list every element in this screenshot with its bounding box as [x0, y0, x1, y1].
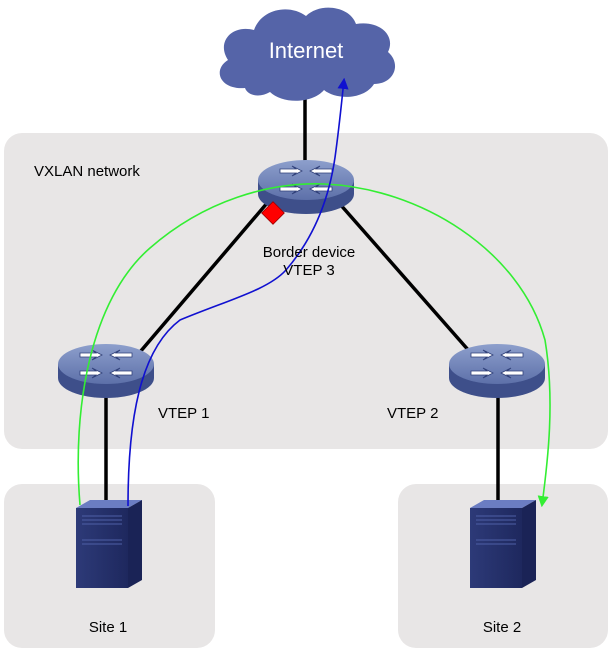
internet-traffic-path: [127, 77, 349, 507]
site2-label: Site 2: [483, 619, 521, 636]
network-label: VXLAN network: [34, 163, 140, 180]
router-icon: [448, 343, 546, 399]
server-icon: [75, 499, 143, 589]
internet-label: Internet: [269, 38, 344, 63]
border-vtep-label: VTEP 3: [283, 262, 334, 279]
cloud-icon: [219, 7, 396, 101]
remote-traffic-path: [77, 183, 551, 508]
network-links: [104, 92, 500, 512]
site1-label: Site 1: [89, 619, 127, 636]
link-border-vtep2: [337, 201, 472, 354]
border-device-label: Border device: [263, 244, 356, 261]
vtep2-label: VTEP 2: [387, 405, 438, 422]
vtep1-label: VTEP 1: [158, 405, 209, 422]
gateway-marker-icon: [261, 201, 285, 225]
link-border-vtep1: [138, 200, 270, 354]
server-icon: [469, 499, 537, 589]
